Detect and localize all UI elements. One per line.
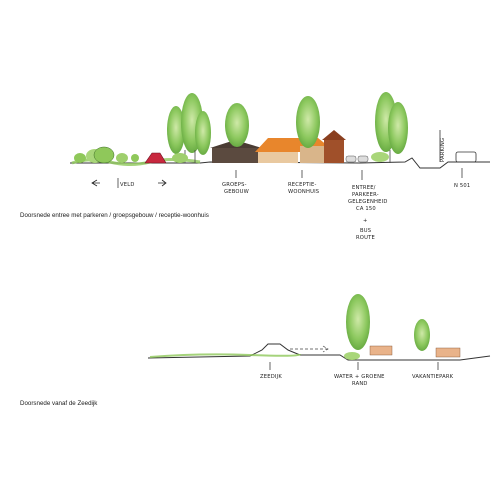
label-entree-3: GELEGENHEID	[348, 199, 388, 205]
ground-line	[70, 157, 490, 169]
tree-large	[346, 294, 370, 350]
label-water-2: RAND	[352, 381, 368, 387]
label-plus: +	[363, 218, 368, 224]
sea-arrow	[290, 345, 329, 353]
label-zeedijk: ZEEDIJK	[260, 374, 282, 380]
section1-drawing: PARKING VELD GROEPS- GEBOUW RECEPTIE- WO…	[70, 92, 490, 241]
parking-sign-label: PARKING	[440, 138, 446, 162]
arrow-left	[91, 179, 100, 187]
label-veld: VELD	[120, 182, 135, 188]
label-n501: N 501	[454, 183, 470, 189]
label-receptie-2: WOONHUIS	[288, 189, 319, 195]
label-receptie-1: RECEPTIE-	[288, 182, 317, 188]
dike-grass	[149, 353, 301, 358]
tree-small	[414, 319, 430, 351]
trees-right	[371, 92, 408, 163]
label-entree-2: PARKEER-	[352, 192, 379, 198]
parking-sign: PARKING	[439, 130, 446, 162]
chalet-1	[369, 345, 393, 356]
receptie-building	[255, 96, 346, 163]
label-entree-1: ENTREE/	[352, 185, 376, 191]
label-water-1: WATER + GROENE	[334, 374, 385, 380]
label-bus: BUS	[360, 228, 371, 234]
cars	[345, 155, 369, 163]
tent-red	[144, 152, 167, 164]
road-vehicle	[455, 151, 477, 163]
dike-profile	[147, 343, 491, 361]
section2-drawing: ZEEDIJK WATER + GROENE RAND VAKANTIEPARK	[147, 294, 491, 387]
label-groepsgebouw-1: GROEPS-	[222, 182, 247, 188]
groepsgebouw-building	[210, 103, 262, 163]
trees-left	[167, 93, 211, 163]
label-groepsgebouw-2: GEBOUW	[224, 189, 249, 195]
label-entree-4: CA 150	[356, 206, 376, 212]
label-vakantiepark: VAKANTIEPARK	[412, 374, 454, 380]
shrubs-left	[74, 146, 139, 164]
label-route: ROUTE	[356, 235, 375, 241]
section2-caption: Doorsnede vanaf de Zeedijk	[20, 400, 98, 407]
chalet-2	[435, 347, 461, 358]
arrow-right	[158, 179, 167, 187]
section1-caption: Doorsnede entree met parkeren / groepsge…	[20, 212, 209, 219]
